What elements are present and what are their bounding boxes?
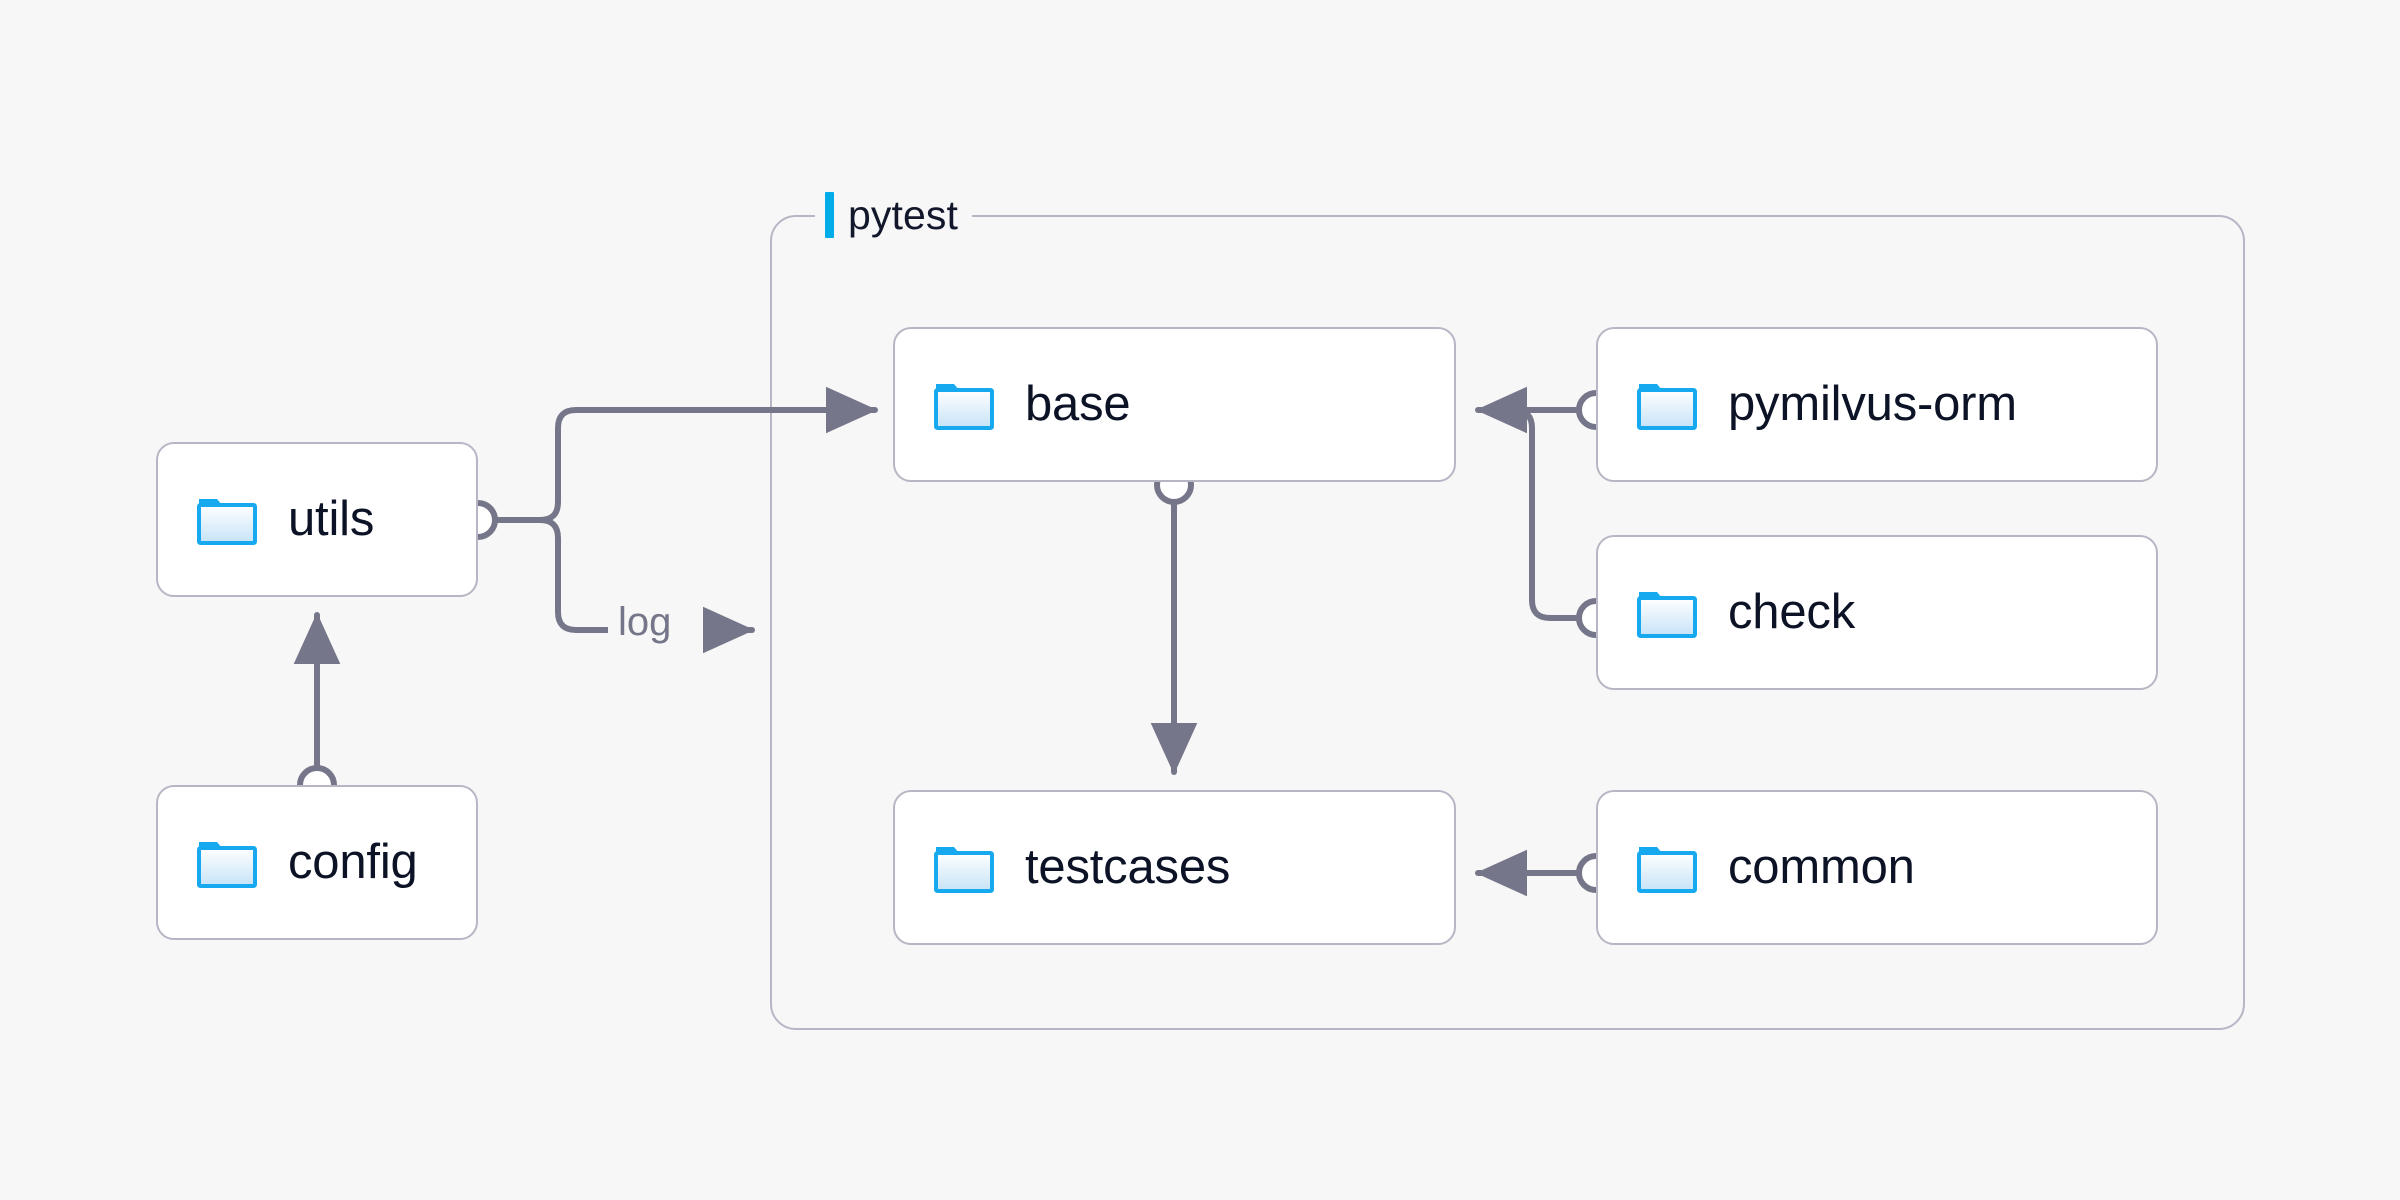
node-base[interactable]: base	[893, 327, 1456, 482]
node-label: base	[1025, 377, 1131, 431]
node-label: config	[288, 835, 418, 889]
node-utils[interactable]: utils	[156, 442, 478, 597]
node-label: testcases	[1025, 840, 1231, 894]
folder-icon	[197, 841, 257, 888]
folder-body	[1637, 595, 1697, 638]
node-common[interactable]: common	[1596, 790, 2158, 945]
folder-body	[934, 387, 994, 430]
folder-icon	[934, 846, 994, 893]
group-accent-bar	[825, 192, 834, 238]
edge-label-log: log	[608, 600, 682, 644]
node-label: common	[1728, 840, 1915, 894]
folder-icon	[197, 498, 257, 545]
folder-body	[1637, 850, 1697, 893]
folder-icon	[1637, 383, 1697, 430]
group-label: pytest	[815, 187, 972, 243]
node-config[interactable]: config	[156, 785, 478, 940]
node-label: check	[1728, 585, 1856, 639]
folder-body	[934, 850, 994, 893]
node-pymilvus-orm[interactable]: pymilvus-orm	[1596, 327, 2158, 482]
folder-body	[197, 845, 257, 888]
node-testcases[interactable]: testcases	[893, 790, 1456, 945]
folder-icon	[1637, 591, 1697, 638]
node-label: pymilvus-orm	[1728, 377, 2017, 431]
group-title: pytest	[848, 191, 958, 238]
node-label: utils	[288, 492, 375, 546]
folder-icon	[1637, 846, 1697, 893]
node-check[interactable]: check	[1596, 535, 2158, 690]
folder-body	[1637, 387, 1697, 430]
folder-body	[197, 502, 257, 545]
folder-icon	[934, 383, 994, 430]
group-pytest-group	[770, 215, 2245, 1030]
